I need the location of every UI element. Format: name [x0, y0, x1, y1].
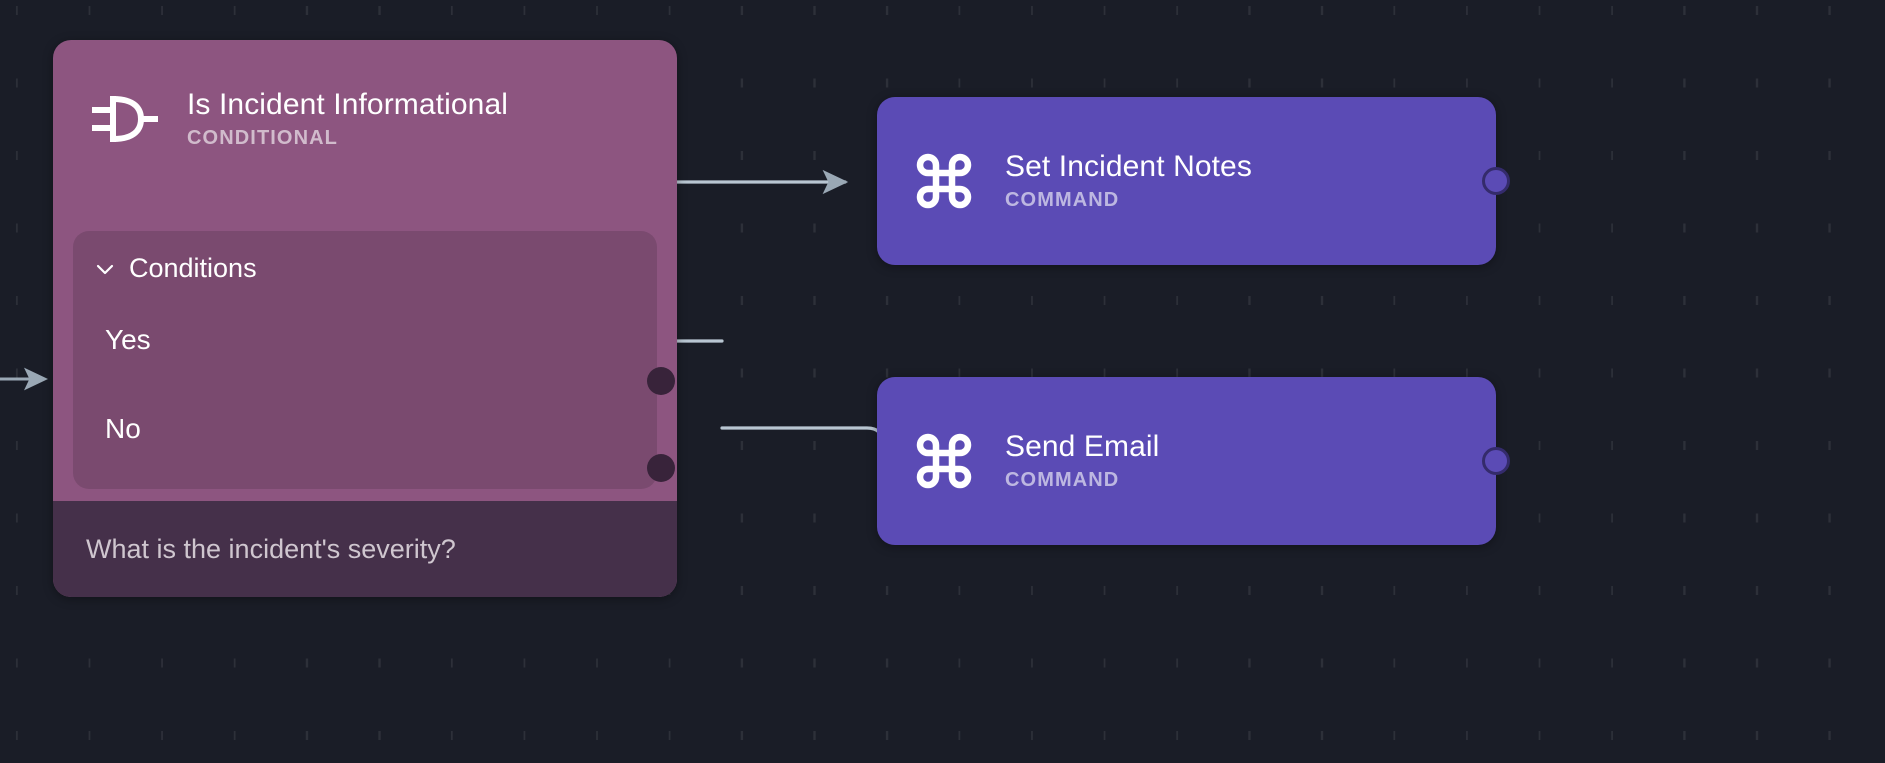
condition-row-yes[interactable]: Yes	[105, 324, 151, 356]
command-node-2-subtitle: COMMAND	[1005, 469, 1120, 492]
conditional-node-title: Is Incident Informational	[187, 88, 509, 122]
condition-row-no[interactable]: No	[105, 413, 141, 445]
conditions-panel[interactable]: Conditions Yes No	[73, 231, 657, 489]
conditional-node-titles: Is Incident Informational CONDITIONAL	[187, 88, 508, 150]
command-node-2-title: Send Email	[1005, 429, 1160, 463]
conditional-node-header: Is Incident Informational CONDITIONAL	[53, 40, 677, 155]
conditions-label: Conditions	[129, 253, 257, 283]
command-node-set-incident-notes[interactable]: Set Incident Notes COMMAND	[877, 97, 1510, 265]
conditions-collapse-toggle[interactable]: Conditions	[73, 231, 657, 284]
command-node-send-email[interactable]: Send Email COMMAND	[877, 377, 1510, 545]
output-port-yes[interactable]	[647, 367, 675, 395]
command-node-1-subtitle: COMMAND	[1005, 189, 1120, 212]
command-icon	[913, 430, 975, 492]
conditional-node-subtitle: CONDITIONAL	[187, 126, 338, 149]
output-port-command-1[interactable]	[1482, 167, 1510, 195]
output-port-no[interactable]	[647, 454, 675, 482]
output-port-command-2[interactable]	[1482, 447, 1510, 475]
edge-path-yes	[659, 169, 849, 343]
logic-gate-icon	[87, 83, 159, 155]
command-node-1-title: Set Incident Notes	[1005, 149, 1252, 183]
command-icon	[913, 150, 975, 212]
chevron-down-icon[interactable]	[95, 259, 115, 279]
condition-label-no: No	[105, 413, 141, 444]
conditional-node-footer-text: What is the incident's severity?	[86, 533, 456, 564]
command-node-1-titles: Set Incident Notes COMMAND	[1005, 150, 1252, 213]
condition-label-yes: Yes	[105, 324, 151, 355]
conditional-node[interactable]: Is Incident Informational CONDITIONAL Co…	[53, 40, 677, 597]
conditional-node-footer: What is the incident's severity?	[53, 501, 677, 597]
command-node-2-titles: Send Email COMMAND	[1005, 430, 1159, 493]
